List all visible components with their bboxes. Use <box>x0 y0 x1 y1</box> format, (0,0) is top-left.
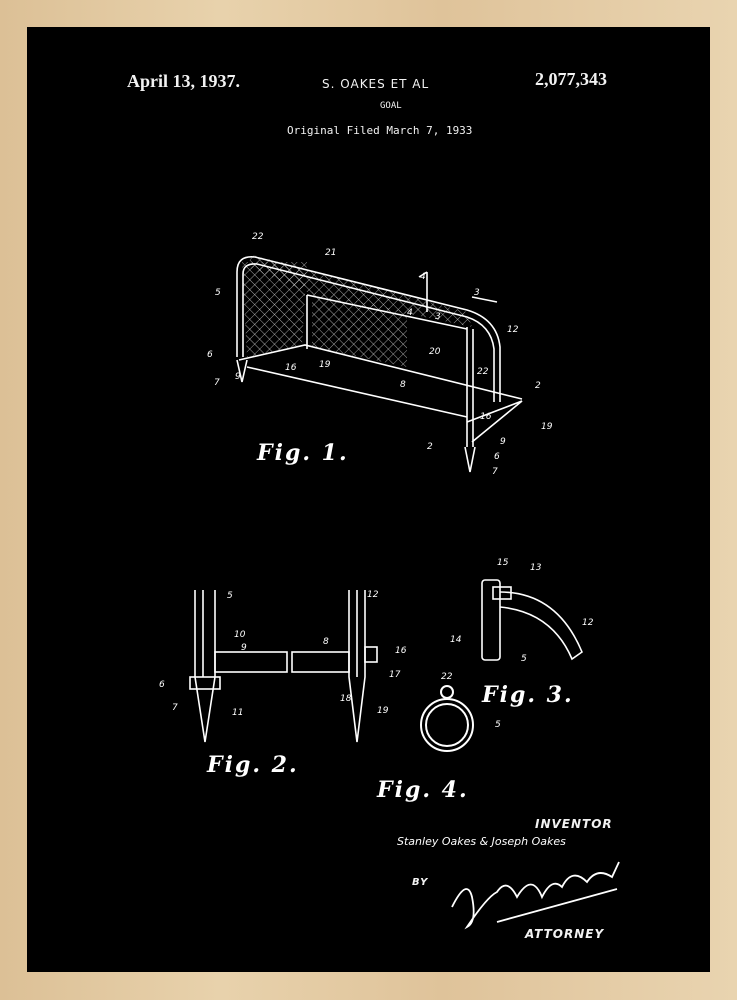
reference-numeral-fig1: 20 <box>429 347 441 357</box>
reference-numeral-fig3: 12 <box>582 618 594 628</box>
reference-numeral-fig3: 15 <box>497 558 509 568</box>
inventor-label: INVENTOR <box>535 817 613 831</box>
figure-labels: Fig. 1. Fig. 2. Fig. 3. Fig. 4. <box>206 440 574 803</box>
reference-numeral-fig2: 9 <box>241 643 247 653</box>
reference-numeral-fig1: 22 <box>477 367 489 377</box>
reference-numeral-fig1: 3 <box>435 312 441 322</box>
reference-numeral-fig2: 8 <box>323 637 329 647</box>
attorney-label: ATTORNEY <box>525 927 605 941</box>
inventor-header: S. OAKES ET AL <box>322 77 430 91</box>
reference-numeral-fig2: 12 <box>367 590 379 600</box>
reference-numeral-fig1: 4 <box>420 272 426 282</box>
filed-date: Original Filed March 7, 1933 <box>287 124 473 137</box>
reference-numeral-fig2: 11 <box>232 708 243 718</box>
reference-numeral-fig2: 18 <box>340 694 352 704</box>
reference-numeral-fig1: 19 <box>319 360 331 370</box>
reference-numeral-fig2: 7 <box>172 703 178 713</box>
reference-numeral-fig1: 2 <box>427 442 433 452</box>
reference-numeral-fig1: 12 <box>507 325 519 335</box>
figure-1-goal-drawing <box>236 255 523 473</box>
patent-title: GOAL <box>380 101 402 111</box>
patent-poster: April 13, 1937. S. OAKES ET AL 2,077,343… <box>27 27 710 972</box>
fig-3-label: Fig. 3. <box>481 682 574 708</box>
inventors-signature: Stanley Oakes & Joseph Oakes <box>397 835 566 848</box>
reference-numeral-fig2: 6 <box>159 680 165 690</box>
reference-numeral-fig1: 6 <box>494 452 500 462</box>
reference-numeral-fig1: 16 <box>480 412 492 422</box>
reference-numeral-fig4: 22 <box>441 672 453 682</box>
reference-numeral-fig1: 21 <box>325 248 336 258</box>
reference-numeral-fig4: 5 <box>495 720 501 730</box>
reference-numeral-fig3: 5 <box>521 654 527 664</box>
figure-4-ring-drawing <box>420 685 474 752</box>
reference-numeral-fig1: 7 <box>492 467 498 477</box>
patent-date: April 13, 1937. <box>127 71 241 91</box>
reference-numeral-fig1: 6 <box>207 350 213 360</box>
reference-numeral-fig1: 4 <box>407 308 413 318</box>
fig-1-label: Fig. 1. <box>256 440 349 466</box>
reference-numeral-fig1: 8 <box>400 380 406 390</box>
fig-4-label: Fig. 4. <box>376 777 469 803</box>
reference-numeral-fig2: 16 <box>395 646 407 656</box>
reference-numeral-fig1: 7 <box>214 378 220 388</box>
reference-numeral-fig2: 10 <box>234 630 246 640</box>
reference-numeral-fig1: 5 <box>215 288 221 298</box>
by-label: BY <box>412 877 429 888</box>
signature-drawing <box>451 861 620 930</box>
reference-numeral-fig1: 9 <box>235 372 241 382</box>
fig-2-label: Fig. 2. <box>206 752 299 778</box>
reference-numeral-fig2: 19 <box>377 706 389 716</box>
reference-numeral-fig1: 2 <box>535 381 541 391</box>
reference-numeral-fig3: 13 <box>530 563 542 573</box>
reference-numeral-fig1: 3 <box>474 288 480 298</box>
reference-numeral-fig1: 22 <box>252 232 264 242</box>
reference-numeral-fig3: 14 <box>450 635 462 645</box>
reference-numeral-fig2: 5 <box>227 591 233 601</box>
figure-3-section-drawing <box>481 579 583 661</box>
patent-number: 2,077,343 <box>535 69 607 89</box>
reference-numeral-fig2: 17 <box>389 670 401 680</box>
reference-numeral-fig1: 16 <box>285 363 297 373</box>
reference-numeral-fig1: 19 <box>541 422 553 432</box>
figure-2-section-drawing <box>189 590 378 743</box>
reference-numeral-fig1: 9 <box>500 437 506 447</box>
